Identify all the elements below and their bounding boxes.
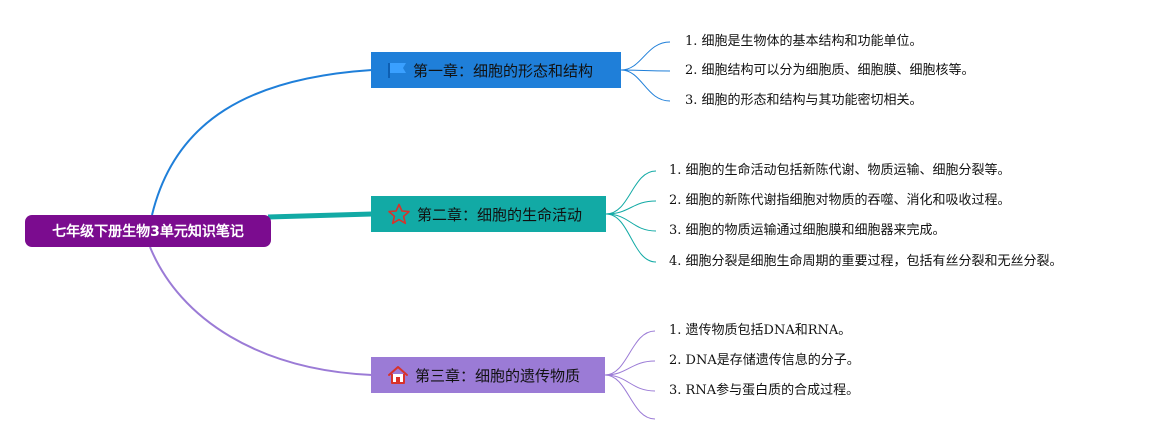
leaf-item: 2. 细胞的新陈代谢指细胞对物质的吞噬、消化和吸收过程。	[669, 193, 1011, 208]
chapter-node-1[interactable]: 第一章：细胞的形态和结构	[371, 52, 621, 88]
star-icon	[388, 203, 410, 225]
root-node[interactable]: 七年级下册生物3单元知识笔记	[25, 215, 271, 247]
leaf-connectors-chapter-1	[620, 41, 671, 102]
branch-line-chapter-1	[151, 69, 373, 216]
leaf-item: 2. DNA是存储遗传信息的分子。	[669, 353, 860, 368]
leaf-connectors-chapter-2	[605, 170, 657, 263]
leaf-item: 1. 细胞是生物体的基本结构和功能单位。	[685, 34, 923, 49]
leaf-item: 4. 细胞分裂是细胞生命周期的重要过程，包括有丝分裂和无丝分裂。	[669, 254, 1063, 269]
leaf-connectors-chapter-3	[604, 330, 656, 420]
leaf-item: 1. 细胞的生命活动包括新陈代谢、物质运输、细胞分裂等。	[669, 163, 1011, 178]
branch-line-chapter-3	[149, 246, 373, 376]
branch-line-chapter-2	[267, 211, 373, 220]
leaf-item: 1. 遗传物质包括DNA和RNA。	[669, 323, 852, 338]
chapter-node-3[interactable]: 第三章：细胞的遗传物质	[371, 357, 605, 393]
leaf-item: 3. 细胞的物质运输通过细胞膜和细胞器来完成。	[669, 223, 946, 238]
chapter-label-2: 第二章：细胞的生命活动	[417, 205, 583, 224]
root-label: 七年级下册生物3单元知识笔记	[52, 224, 244, 240]
leaf-item: 3. RNA参与蛋白质的合成过程。	[669, 383, 860, 398]
chapter-label-1: 第一章：细胞的形态和结构	[413, 61, 594, 80]
home-icon	[388, 366, 408, 384]
leaf-item: 3. 细胞的形态和结构与其功能密切相关。	[685, 93, 923, 108]
chapter-node-2[interactable]: 第二章：细胞的生命活动	[371, 196, 606, 232]
flag-icon	[388, 63, 406, 78]
leaf-item: 2. 细胞结构可以分为细胞质、细胞膜、细胞核等。	[685, 63, 975, 78]
chapter-label-3: 第三章：细胞的遗传物质	[415, 366, 581, 385]
